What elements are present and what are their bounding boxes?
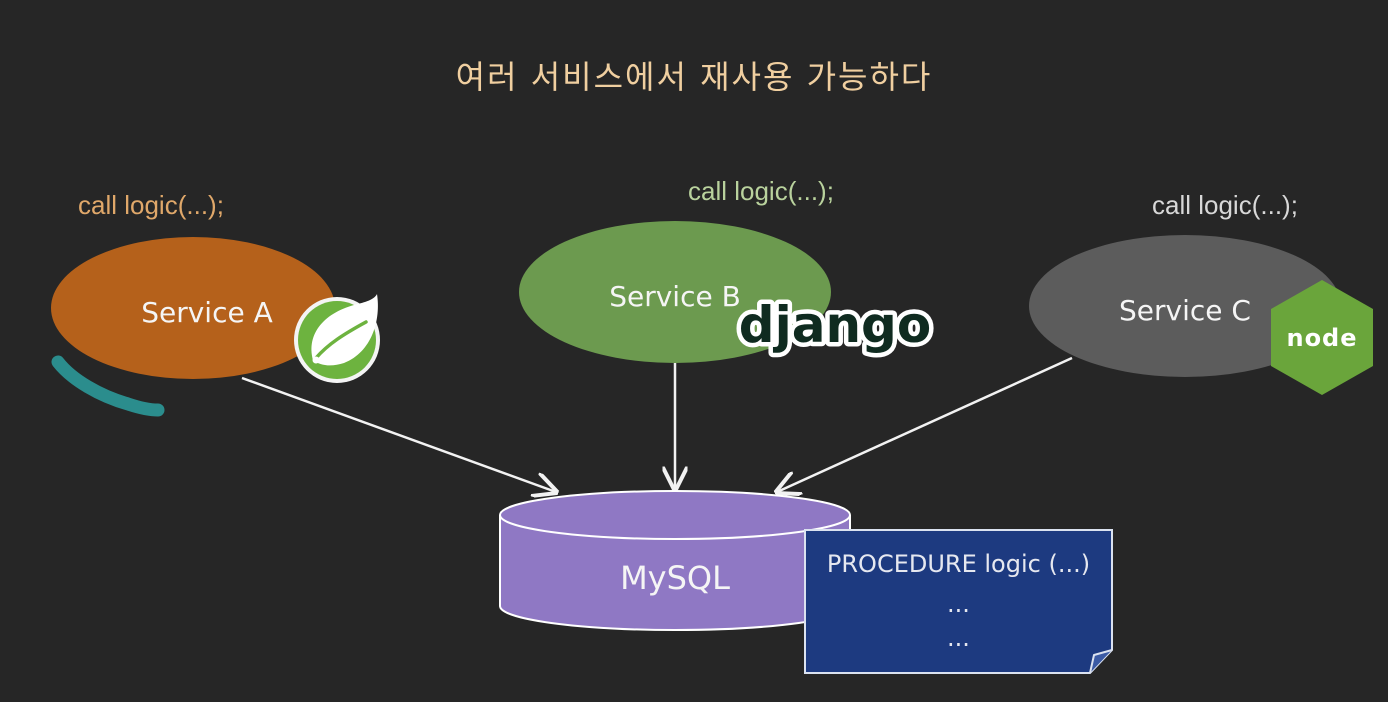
- service-c-node[interactable]: [1029, 235, 1341, 377]
- node-hexagon-icon: node: [1271, 280, 1373, 395]
- svg-text:django: django: [739, 296, 931, 354]
- arrow-service-c-to-mysql: [777, 356, 1073, 492]
- django-logo: django django: [734, 292, 935, 359]
- procedure-note: [804, 529, 1113, 674]
- service-a-node[interactable]: [51, 237, 335, 379]
- procedure-line-1: PROCEDURE logic (...): [826, 550, 1091, 578]
- service-b-label: Service B: [609, 280, 741, 313]
- service-a-label: Service A: [141, 296, 273, 329]
- procedure-line-2: ...: [947, 590, 970, 618]
- service-a-call-label: call logic(...);: [78, 190, 224, 220]
- service-b-node[interactable]: [519, 221, 831, 363]
- svg-text:django: django: [739, 296, 931, 354]
- svg-text:node: node: [1286, 324, 1357, 352]
- service-c-label: Service C: [1119, 294, 1251, 327]
- service-c-call-label: call logic(...);: [1152, 190, 1298, 220]
- page-title: 여러 서비스에서 재사용 가능하다: [455, 58, 933, 96]
- mysql-label: MySQL: [620, 559, 730, 597]
- annotation-stroke: [51, 355, 165, 417]
- arrow-service-a-to-mysql: [241, 376, 556, 492]
- spring-leaf-icon: [294, 294, 380, 383]
- procedure-line-3: ...: [947, 624, 970, 652]
- mysql-database[interactable]: [499, 490, 851, 631]
- service-b-call-label: call logic(...);: [688, 176, 834, 206]
